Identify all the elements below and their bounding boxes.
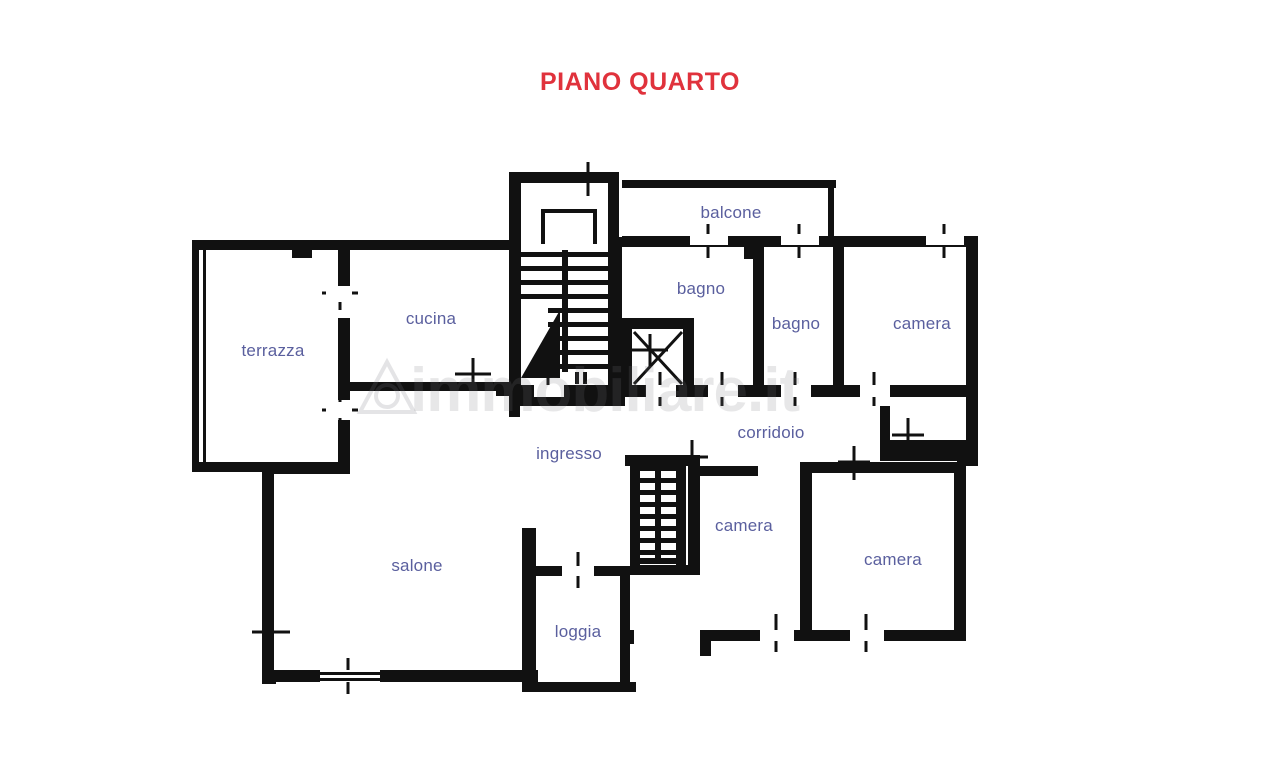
room-label-camera-2: camera (715, 516, 773, 535)
main-staircase (521, 250, 609, 384)
room-label-camera-3: camera (864, 550, 922, 569)
secondary-staircase (636, 462, 682, 564)
room-label-loggia: loggia (554, 622, 602, 641)
room-label-balcone: balcone (700, 203, 762, 222)
wall-hatching (310, 672, 382, 681)
walls-group (192, 172, 978, 692)
room-label-cucina: cucina (405, 309, 457, 328)
room-label-terrazza: terrazza (241, 341, 305, 360)
room-label-camera-1: camera (893, 314, 951, 333)
room-label-ingresso: ingresso (536, 444, 602, 463)
room-label-corridoio: corridoio (737, 423, 805, 442)
room-label-bagno-2: bagno (771, 314, 821, 333)
room-label-bagno-1: bagno (676, 279, 726, 298)
room-label-salone: salone (391, 556, 443, 575)
page-title: PIANO QUARTO (540, 68, 740, 96)
